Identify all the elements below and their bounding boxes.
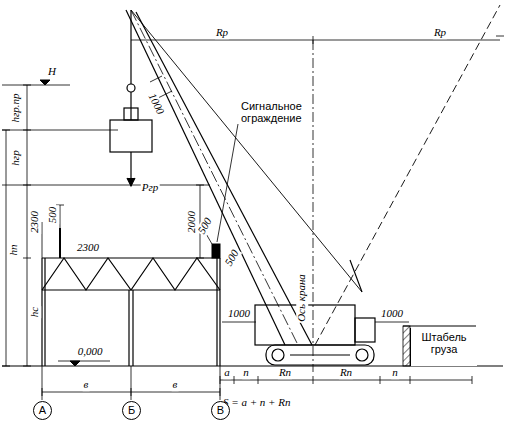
building-part	[219, 258, 220, 366]
radius-label: Rр	[433, 27, 447, 39]
dimension-label: 1000	[227, 308, 251, 320]
radius-label: Rр	[215, 27, 229, 39]
dimension-lines-part	[2, 85, 70, 86]
dimension-label: hгр.пр	[10, 92, 22, 123]
dimension-lines-part	[2, 130, 118, 131]
dimension-label: Rп	[339, 367, 353, 379]
dimension-label: в	[83, 379, 90, 391]
crane-part	[355, 318, 375, 342]
dimension-lines-part	[472, 376, 473, 384]
dimension-lines-part	[42, 222, 43, 258]
level-marks-part	[40, 80, 50, 85]
axis-lines-part	[313, 40, 314, 372]
crane-part	[131, 10, 362, 292]
dimension-label: 2300	[29, 210, 41, 234]
dimension-lines-part	[313, 376, 314, 384]
axis-lines-part	[220, 366, 221, 400]
building-part	[41, 258, 42, 366]
crane-part	[127, 178, 135, 186]
building-part	[216, 258, 217, 366]
cargo-stack-hatch-part	[403, 326, 410, 366]
crane	[110, 5, 500, 365]
dimension-lines-part	[410, 376, 411, 384]
dimension-lines-part	[27, 85, 28, 366]
dimension-lines-part	[23, 258, 31, 259]
crane-part	[266, 345, 374, 365]
crane-part	[110, 120, 152, 152]
crane-part	[130, 10, 131, 84]
dimension-lines-part	[380, 376, 381, 384]
dimension-lines-part	[2, 185, 210, 186]
crane-part	[130, 92, 131, 120]
level-mark-label: H	[47, 66, 57, 78]
axis-label: Ось крана	[296, 273, 308, 323]
crane-part	[131, 10, 298, 345]
crane-part	[315, 5, 500, 345]
note-label: Сигнальное ограждение	[240, 100, 324, 124]
axis-marker-circle: В	[211, 401, 230, 420]
dimension-label: 500	[195, 215, 214, 237]
node-text: Б	[123, 402, 140, 419]
cargo-stack-hatch	[403, 326, 476, 366]
cargo-stack-hatch-part	[403, 326, 476, 327]
dimension-label: 1000	[145, 91, 166, 118]
dimension-label: a	[223, 367, 231, 379]
crane-part	[127, 84, 135, 92]
formula-label: S = a + n + Rп	[222, 397, 292, 409]
node-text: А	[34, 402, 51, 419]
level-marks	[40, 80, 110, 366]
dimension-lines	[2, 36, 504, 396]
building	[42, 228, 220, 366]
cargo-stack-box: Штабель груза	[410, 328, 477, 366]
building-part	[44, 258, 45, 366]
level-marks-part	[58, 361, 110, 362]
axis-marker-circle: Б	[122, 401, 141, 420]
building-part	[132, 290, 133, 366]
dimension-lines-part	[496, 36, 504, 37]
load-label: Pгр	[141, 182, 160, 194]
crane-part	[136, 12, 312, 345]
building-part	[59, 228, 61, 258]
crane-part	[126, 10, 285, 345]
level-label: 0,000	[77, 346, 104, 358]
dimension-label: 500	[222, 247, 241, 269]
axis-marker-circle: А	[33, 401, 52, 420]
axis-lines-part	[131, 366, 132, 400]
crane-part	[124, 108, 138, 120]
building-part	[42, 257, 220, 258]
dimension-label: 500	[47, 206, 59, 225]
dimension-lines-part	[6, 130, 7, 366]
dimension-lines-part	[196, 185, 204, 186]
dimension-label: hп	[8, 244, 20, 257]
building-part	[42, 258, 220, 290]
dimension-label: в	[172, 379, 179, 391]
crane-part	[350, 260, 362, 292]
dimension-label: hгр	[10, 149, 22, 166]
crane-part	[356, 349, 368, 361]
dimension-lines-part	[375, 322, 409, 323]
dimension-label: n	[242, 367, 250, 379]
level-marks-part	[70, 361, 80, 366]
node-text: Штабель груза	[415, 331, 473, 355]
crane-part	[272, 349, 284, 361]
dimension-lines-part	[222, 322, 256, 323]
dimension-label: n	[391, 367, 399, 379]
dimension-lines-part	[60, 205, 61, 258]
dimension-label: 2300	[76, 242, 100, 254]
dimension-lines-part	[258, 376, 259, 384]
dimension-lines-part	[131, 40, 500, 41]
dimension-label: hс	[29, 306, 41, 318]
crane-part	[158, 91, 172, 98]
dimension-lines-part	[234, 376, 235, 384]
axis-lines-part	[42, 366, 43, 400]
dimension-label: Rп	[278, 367, 292, 379]
crane-part	[290, 354, 350, 355]
signal-fence-part	[212, 244, 220, 258]
node-text: В	[212, 402, 229, 419]
dimension-label: 1000	[380, 308, 404, 320]
building-part	[128, 290, 129, 366]
